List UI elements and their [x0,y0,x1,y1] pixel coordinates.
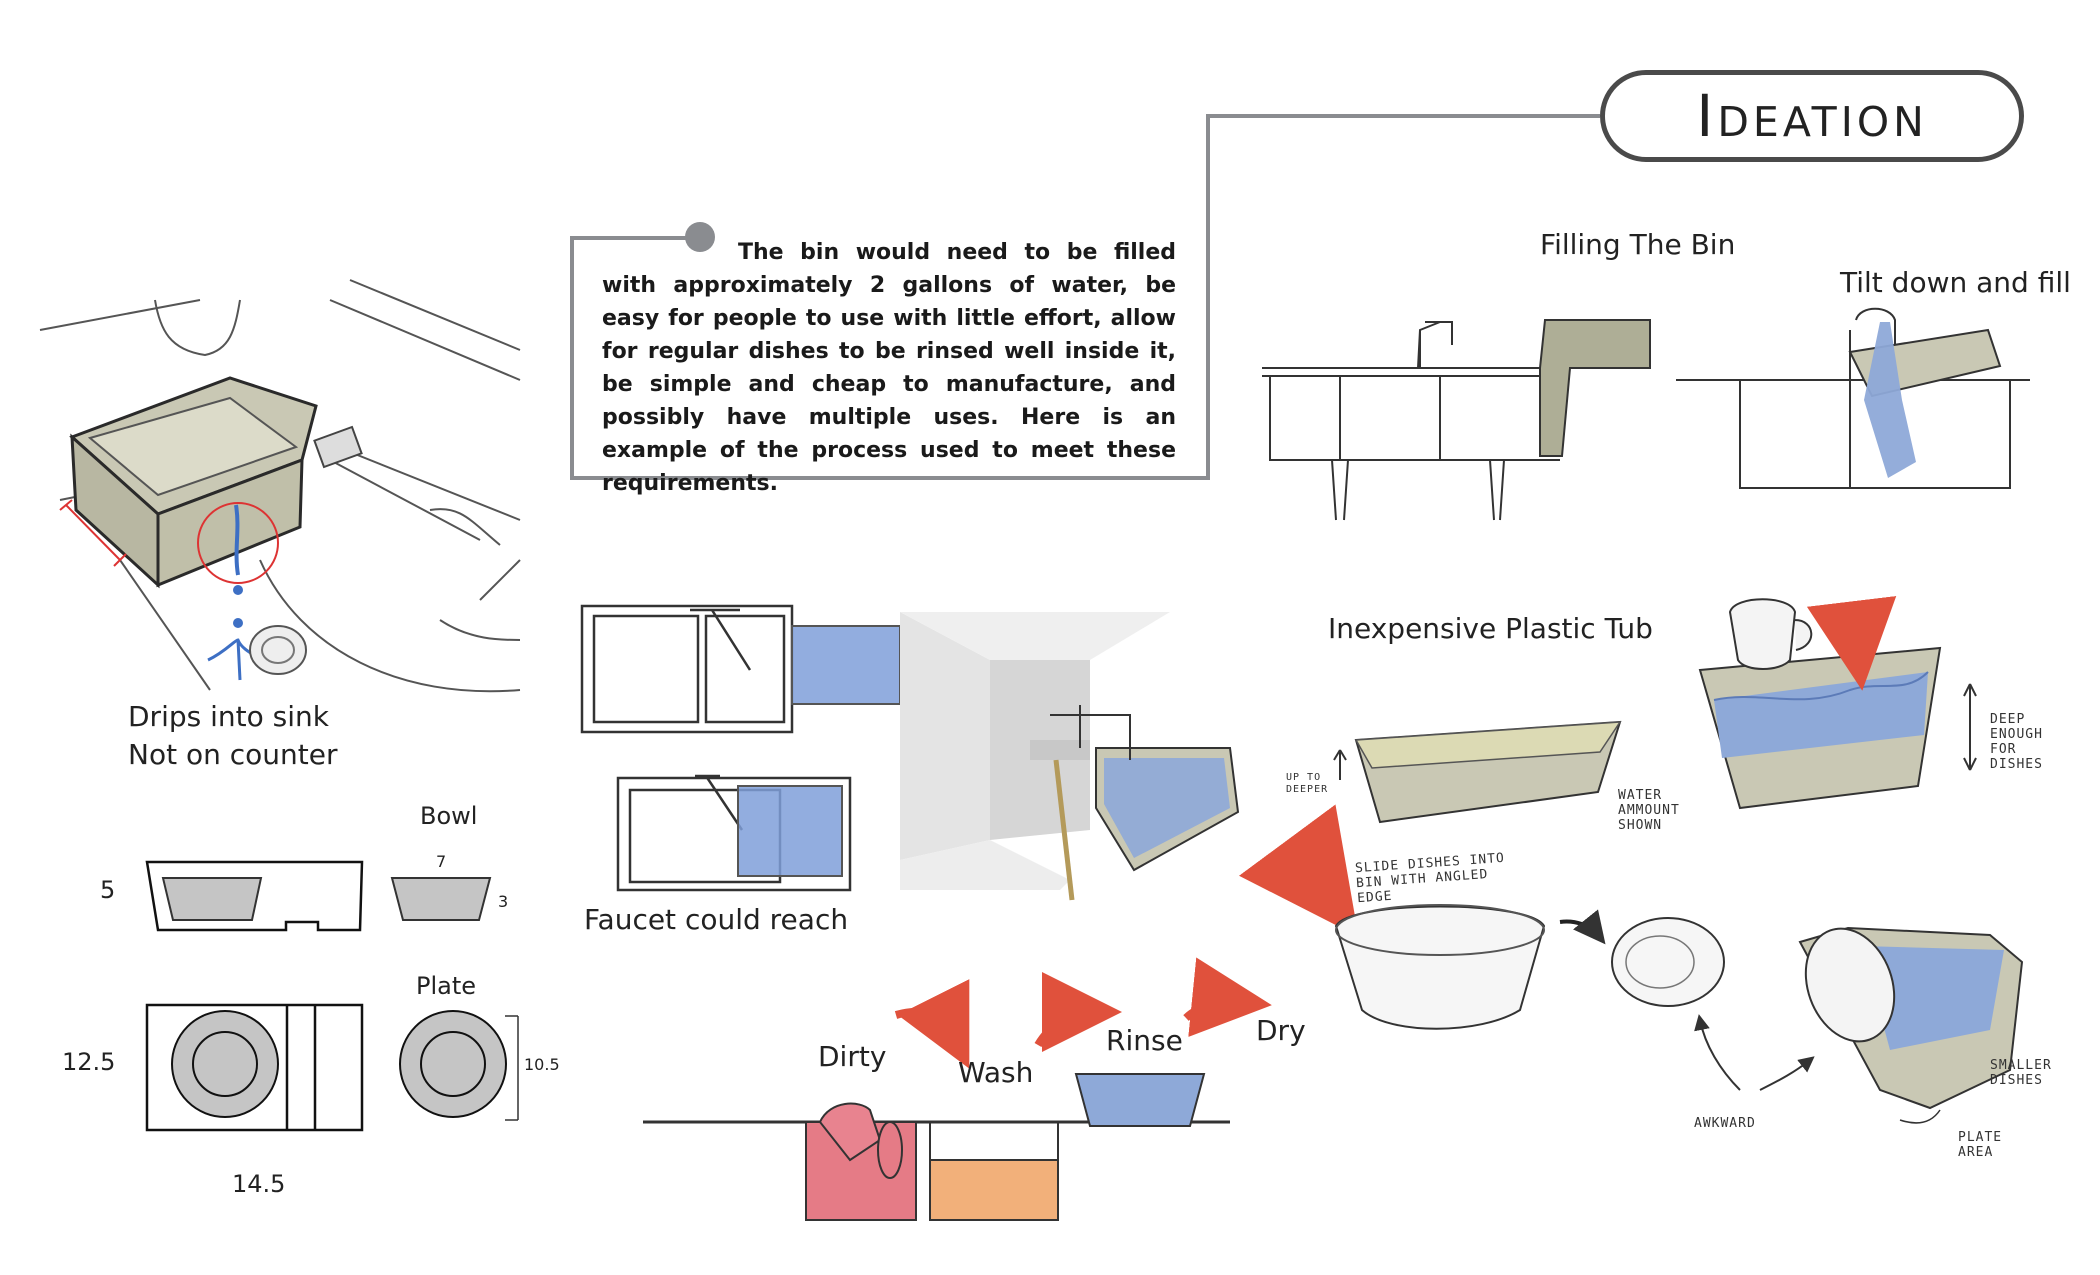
description-text: The bin would need to be filled with app… [602,240,1176,496]
counter-bin-sketch [39,279,521,693]
bowl-width-dim: 7 [436,852,447,871]
caption-faucet: Faucet could reach [584,903,849,936]
bin-side-view [145,860,364,932]
filling-sink-sketch [1262,321,1568,521]
sink-drain [249,625,307,675]
counter-in-room [1030,740,1090,760]
step-dry: Dry [1256,1014,1306,1047]
double-sink-top-view [580,604,794,734]
plate-dimension-line [505,1015,519,1121]
step-rinse: Rinse [1106,1024,1183,1057]
bin-depth-dim: 12.5 [62,1048,116,1076]
bin-top-view [145,1003,364,1132]
plate-label: Plate [416,972,477,1000]
tilt-sink-sketch [1676,307,2030,489]
bin-inner [87,396,299,497]
plate-in-bin [171,1010,279,1118]
room-wall-left [900,612,990,860]
caption-filling: Filling The Bin [1540,228,1736,261]
wash-bin [929,1159,1059,1221]
rinse-bin [1074,1073,1206,1127]
caption-drips-line1: Drips into sink [128,700,329,733]
caption-tilt: Tilt down and fill [1840,266,2071,299]
title-connector-line [570,114,1600,480]
bowl-profile [390,877,492,921]
plate-sketch [1611,917,1725,1007]
bowl-height-dim: 3 [498,892,509,911]
bin-filling [1539,319,1651,457]
drip-highlight-circle [197,502,279,584]
room-floor [900,840,1070,890]
water-drips [234,504,240,576]
bin-width-dim: 14.5 [232,1170,286,1198]
bin-height-dim: 5 [100,876,116,904]
tilt-water [1864,322,1916,478]
plate-profile [399,1010,507,1118]
connector-dot [685,222,715,252]
caption-tub: Inexpensive Plastic Tub [1328,612,1653,645]
depth-arrow [1963,683,1977,771]
bin-bottom-face [156,457,304,588]
step-wash: Wash [958,1056,1034,1089]
red-dimension-mark [65,504,121,561]
bin-bowl-inside [161,877,263,921]
pitcher-sketch [1728,598,1813,670]
step-dirty: Dirty [818,1040,887,1073]
round-tub [1334,905,1546,1030]
page-title: Ideation [1696,82,1928,150]
room-ceiling [900,612,1170,660]
note-awkward: AWKWARD [1694,1116,1756,1131]
caption-drips-line2: Not on counter [128,738,338,771]
plate-diameter-dim: 10.5 [524,1055,560,1074]
bin-overlay-top [791,625,901,705]
title-pill: Ideation [1600,70,2024,162]
bin-overlay-single [737,785,843,877]
bowl-label: Bowl [420,802,478,830]
